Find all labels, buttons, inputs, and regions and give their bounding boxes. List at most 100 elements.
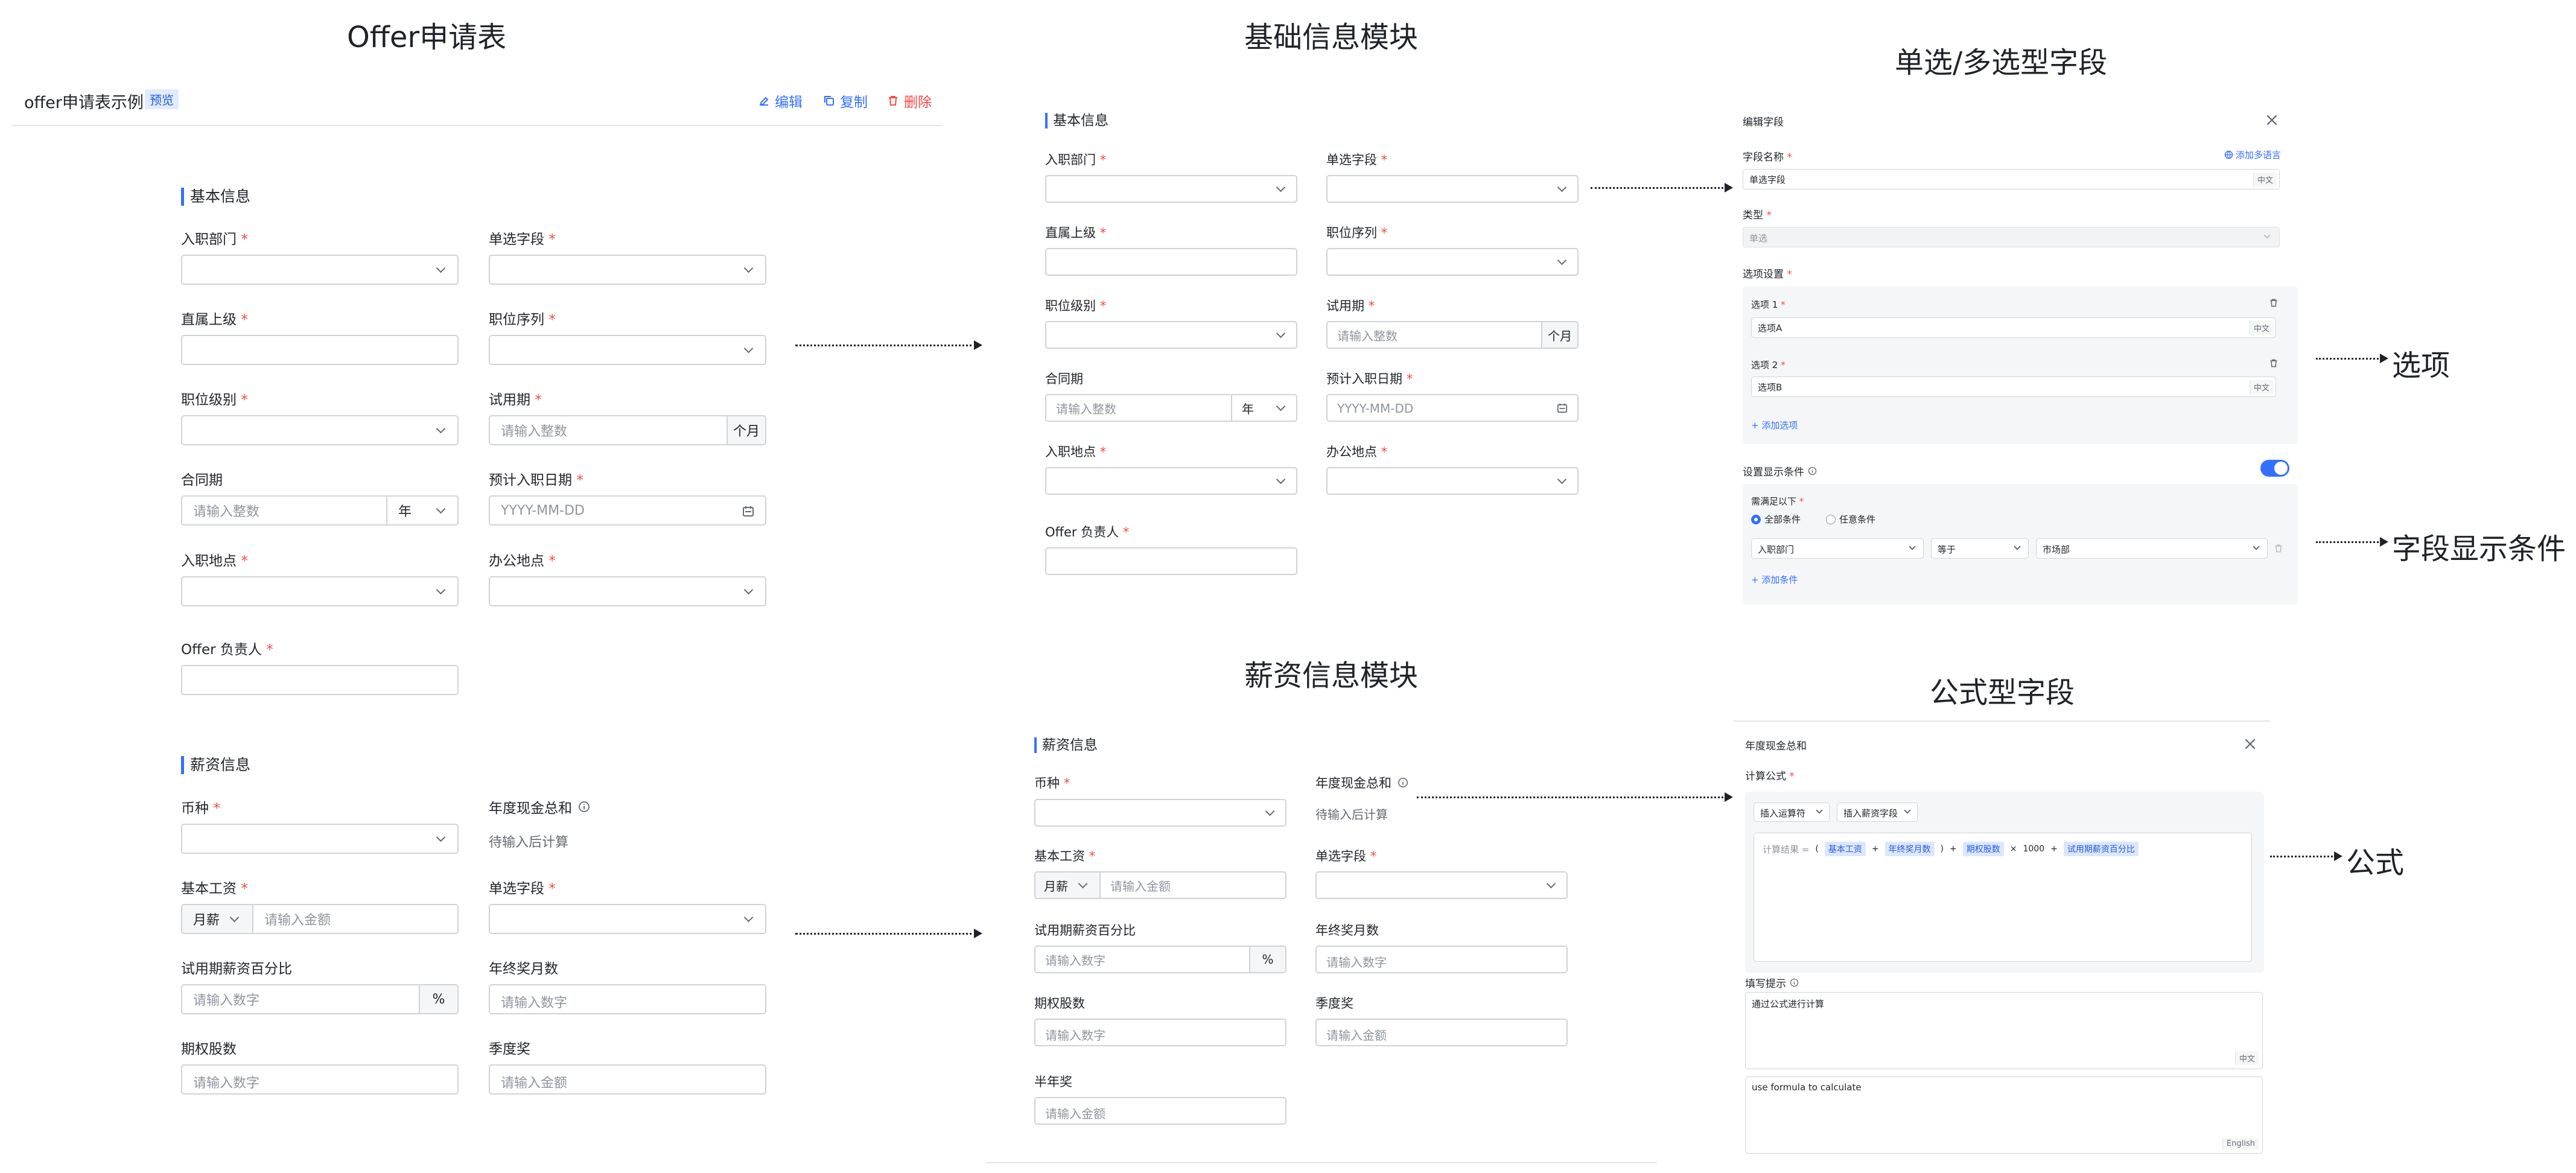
label-entry-date: 预计入职日期 *	[489, 472, 584, 488]
condition-operator-select[interactable]: 等于	[1931, 538, 2029, 559]
module-basic-section: 基本信息	[1045, 113, 1108, 129]
module-offer-owner-input[interactable]	[1045, 547, 1297, 575]
contract-unit-select[interactable]: 年	[386, 497, 457, 524]
probation-unit: 个月	[727, 416, 765, 444]
module-single-choice-select-2[interactable]	[1315, 871, 1568, 899]
label-currency: 币种 *	[181, 801, 220, 816]
radio-any-condition[interactable]: 任意条件	[1826, 513, 1875, 526]
module-job-level-select[interactable]	[1045, 321, 1297, 349]
module-probation-pct-input[interactable]: 请输入数字 %	[1034, 946, 1286, 973]
hint-en-textarea[interactable]: use formula to calculate English	[1745, 1076, 2263, 1154]
module-single-choice-select[interactable]	[1326, 175, 1579, 203]
dept-select[interactable]	[181, 255, 459, 285]
add-option-button[interactable]: + 添加选项	[1751, 420, 1798, 431]
quarterly-bonus-input[interactable]: 请输入金额	[489, 1064, 766, 1095]
display-condition-toggle[interactable]	[2260, 460, 2289, 477]
title-basic-module: 基础信息模块	[1244, 21, 1419, 54]
probation-pct-input[interactable]: 请输入数字 %	[181, 984, 459, 1014]
formula-close-icon[interactable]	[2244, 737, 2257, 751]
entry-date-input[interactable]: YYYY-MM-DD	[489, 495, 766, 526]
entry-location-select[interactable]	[181, 576, 459, 606]
module-entry-location-select[interactable]	[1045, 467, 1297, 495]
hint-zh-textarea[interactable]: 通过公式进行计算 中文	[1745, 992, 2263, 1069]
base-salary-input[interactable]: 月薪 请输入金额	[181, 904, 459, 934]
job-level-select[interactable]	[181, 415, 459, 445]
module-salary-period[interactable]: 月薪	[1035, 873, 1101, 898]
module-stock-options-input[interactable]: 请输入数字	[1034, 1019, 1286, 1046]
copy-button[interactable]: 复制	[823, 91, 868, 111]
module-label-half-year-bonus: 半年奖	[1034, 1075, 1072, 1089]
module-half-year-bonus-input[interactable]: 请输入金额	[1034, 1097, 1286, 1125]
stock-options-input[interactable]: 请输入数字	[181, 1064, 459, 1095]
annotation-options: 选项	[2392, 349, 2450, 383]
module-probation-input[interactable]: 请输入整数 个月	[1326, 321, 1579, 349]
currency-select[interactable]	[181, 824, 459, 854]
module-label-base-salary: 基本工资 *	[1034, 849, 1096, 863]
salary-period-select[interactable]: 月薪	[182, 905, 253, 933]
delete-button[interactable]: 删除	[887, 91, 932, 111]
label-base-salary: 基本工资 *	[181, 881, 248, 897]
insert-salary-field-select[interactable]: 插入薪资字段	[1837, 803, 1918, 822]
office-location-select[interactable]	[489, 576, 766, 606]
module-quarterly-bonus-input[interactable]: 请输入金额	[1315, 1019, 1568, 1046]
section-salary-info: 薪资信息	[181, 756, 250, 774]
condition-value-select[interactable]: 市场部	[2036, 538, 2268, 559]
label-entry-location: 入职地点 *	[181, 553, 248, 569]
module-bonus-months-input[interactable]: 请输入数字	[1315, 946, 1568, 973]
job-series-select[interactable]	[489, 335, 766, 365]
bonus-months-input[interactable]: 请输入数字	[489, 984, 766, 1014]
formula-editor[interactable]: 计算结果 = ( 基本工资 + 年终奖月数 ) + 期权股数 × 1000 + …	[1754, 833, 2252, 962]
formula-top-divider	[1733, 720, 2270, 722]
radio-all-conditions[interactable]: 全部条件	[1751, 513, 1801, 526]
option1-input[interactable]: 选项A 中文	[1751, 317, 2276, 338]
label-salary-single-choice: 单选字段 *	[489, 881, 556, 897]
label-contract: 合同期	[181, 472, 223, 488]
arrow-choice-head	[1725, 183, 1733, 192]
single-choice-select[interactable]	[489, 255, 766, 285]
manager-input[interactable]	[181, 335, 459, 365]
radio-checked	[1751, 514, 1761, 524]
formula-field-title: 年度现金总和	[1745, 740, 1807, 752]
field-name-input[interactable]: 单选字段 中文	[1743, 169, 2280, 189]
delete-condition-icon[interactable]	[2274, 544, 2283, 553]
module-entry-date-input[interactable]: YYYY-MM-DD	[1326, 394, 1579, 422]
display-condition-label: 设置显示条件	[1743, 463, 1817, 478]
globe-icon	[2224, 150, 2233, 159]
radio-unchecked	[1826, 514, 1836, 524]
edit-icon	[760, 97, 769, 106]
contract-input[interactable]: 请输入整数 年	[181, 495, 459, 526]
arrow-conditions-line	[2316, 541, 2382, 543]
probation-input[interactable]: 请输入整数 个月	[489, 415, 766, 445]
module-bottom-divider	[986, 1162, 1657, 1163]
option2-input[interactable]: 选项B 中文	[1751, 377, 2276, 397]
condition-field-select[interactable]: 入职部门	[1751, 538, 1924, 559]
module-dept-select[interactable]	[1045, 175, 1297, 203]
edit-button[interactable]: 编辑	[758, 91, 803, 111]
module-currency-select[interactable]	[1034, 799, 1286, 827]
close-icon[interactable]	[2265, 113, 2279, 127]
add-condition-button[interactable]: + 添加条件	[1751, 574, 1798, 585]
tag-probation-pct: 试用期薪资百分比	[2063, 842, 2139, 856]
label-dept: 入职部门 *	[181, 232, 248, 247]
module-contract-unit[interactable]: 年	[1231, 395, 1296, 421]
title-formula-field: 公式型字段	[1930, 676, 2075, 710]
add-language-link[interactable]: 添加多语言	[2224, 148, 2281, 161]
annual-cash-pending: 待输入后计算	[489, 835, 569, 850]
hint-lang-zh: 中文	[2234, 1051, 2259, 1065]
module-label-probation-pct: 试用期薪资百分比	[1034, 923, 1136, 938]
module-manager-input[interactable]	[1045, 248, 1297, 276]
module-contract-input[interactable]: 请输入整数 年	[1045, 394, 1297, 422]
offer-owner-input[interactable]	[181, 665, 459, 695]
title-offer-form: Offer申请表	[347, 21, 507, 54]
module-label-manager: 直属上级 *	[1045, 226, 1107, 240]
formula-label: 计算公式 *	[1745, 771, 1795, 783]
insert-operator-select[interactable]: 插入运算符	[1754, 803, 1830, 822]
module-office-location-select[interactable]	[1326, 467, 1579, 495]
delete-option2-icon[interactable]	[2269, 358, 2279, 368]
form-name: offer申请表示例	[24, 94, 144, 112]
hint-lang-en: English	[2222, 1138, 2259, 1149]
salary-single-choice-select[interactable]	[489, 904, 766, 934]
module-base-salary-input[interactable]: 月薪 请输入金额	[1034, 871, 1286, 899]
delete-option1-icon[interactable]	[2269, 298, 2279, 308]
module-job-series-select[interactable]	[1326, 248, 1579, 276]
